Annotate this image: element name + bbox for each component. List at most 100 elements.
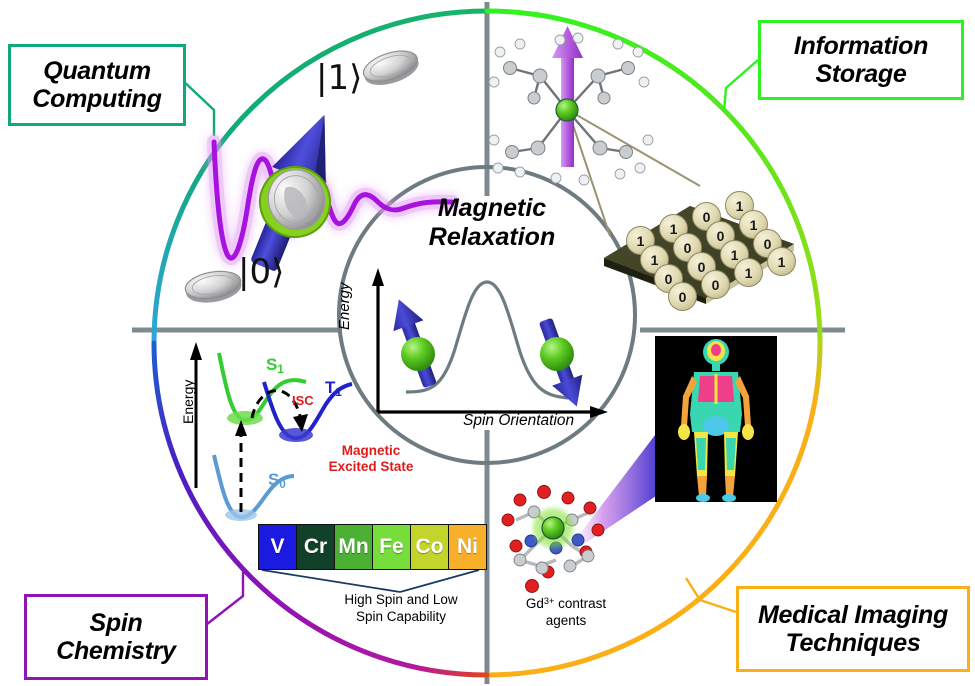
molecule-to-grid-leader — [567, 109, 701, 237]
state-label-t1-sub: 1 — [335, 387, 342, 400]
state-label-s0-sub: 0 — [279, 479, 286, 492]
coin-top — [362, 50, 419, 85]
potential-well-s1 — [217, 352, 307, 423]
element-cell-fe: Fe — [373, 525, 411, 569]
element-cell-ni: Ni — [449, 525, 486, 569]
qubit-state-zero-label: |0⟩ — [238, 252, 285, 292]
callout-spin-chemistry-line2: Chemistry — [56, 637, 176, 665]
gd-symbol: Gd — [525, 596, 544, 611]
gd-contrast-caption: Gd3+ contrast agents — [496, 596, 636, 630]
center-plot-y-axis-label: Energy — [336, 282, 353, 330]
ring-arc-quantum-computing — [151, 8, 490, 346]
callout-spin-chemistry-line1: Spin — [89, 609, 143, 637]
state-label-t1-text: T — [325, 378, 336, 397]
state-label-s0: S0 — [268, 470, 286, 491]
binary-memory-grid: 1 1 0 1 1 0 0 1 0 0 1 0 0 0 1 1 — [598, 186, 798, 311]
callout-medical-imaging-line2: Techniques — [785, 629, 921, 657]
t1-population — [279, 428, 313, 442]
potential-well-t1 — [262, 381, 353, 441]
element-cell-mn: Mn — [335, 525, 373, 569]
qubit-coin — [259, 166, 331, 238]
element-strip-leader — [261, 569, 480, 593]
gd-metal-center — [541, 516, 565, 540]
center-title-line2: Relaxation — [428, 222, 556, 251]
spin-capability-caption-line2: Spin Capability — [355, 608, 447, 624]
spin-capability-caption-line1: High Spin and Low — [344, 592, 458, 607]
molecule-hydrogen-atoms — [488, 32, 654, 186]
callout-leaders — [179, 59, 759, 629]
molecule-metal-center — [555, 98, 579, 122]
callout-information-storage-line1: Information — [793, 32, 929, 60]
transition-metal-strip: V Cr Mn Fe Co Ni — [258, 524, 487, 570]
jablonski-diagram — [190, 342, 480, 593]
isc-label: ISC — [292, 393, 314, 408]
s0-population — [225, 509, 257, 521]
leader-information-storage — [722, 59, 759, 113]
magnetic-excited-state-line1: Magnetic — [341, 443, 401, 458]
gd-contrast-caption-line1: Gd3+ contrast — [496, 596, 636, 613]
potential-well-s0 — [212, 454, 295, 520]
s1-population — [227, 411, 263, 425]
bit-cell: 1 — [767, 247, 796, 276]
ring-arc-spin-chemistry — [151, 340, 490, 678]
gd-contrast-word: contrast — [554, 596, 607, 611]
plot-y-arrowhead — [372, 268, 384, 286]
plot-x-arrowhead — [590, 406, 608, 418]
leader-medical-imaging — [684, 577, 737, 614]
spin-capability-caption: High Spin and Low Spin Capability — [316, 592, 486, 626]
qubit-state-one-label: |1⟩ — [316, 58, 363, 98]
medical-imaging-illustration — [501, 418, 668, 593]
leader-quantum-computing — [179, 77, 216, 136]
contrast-beam — [560, 418, 668, 560]
bit-cell: 1 — [734, 258, 763, 287]
quadrant-dividers — [132, 2, 845, 684]
spin-sphere-right — [540, 337, 574, 371]
gd-charge: 3+ — [543, 596, 555, 607]
gd-contrast-caption-line2: agents — [545, 612, 587, 628]
molecule-carbon-atoms — [503, 61, 635, 159]
element-cell-co: Co — [411, 525, 449, 569]
bit-cell: 1 — [739, 210, 768, 239]
callout-medical-imaging[interactable]: Medical Imaging Techniques — [736, 586, 970, 672]
state-label-s1: S1 — [266, 355, 284, 376]
ring-arc-medical-imaging — [484, 340, 823, 678]
state-label-s1-sub: 1 — [277, 364, 284, 377]
center-title: Magnetic Relaxation — [392, 194, 592, 252]
gd-nitrogen-atoms — [524, 533, 585, 555]
callout-quantum-computing-line2: Computing — [32, 85, 162, 113]
outer-ring — [151, 8, 823, 678]
gd-carbon-atoms — [513, 505, 595, 575]
jablonski-y-arrowhead — [190, 342, 202, 360]
callout-quantum-computing[interactable]: Quantum Computing — [8, 44, 186, 126]
element-cell-v: V — [259, 525, 297, 569]
callout-information-storage-line2: Storage — [815, 60, 907, 88]
center-title-line1: Magnetic — [437, 194, 547, 222]
bit-cell: 0 — [654, 264, 683, 293]
state-label-t1: T1 — [325, 378, 342, 399]
isc-arrow — [250, 389, 302, 419]
callout-medical-imaging-line1: Medical Imaging — [758, 601, 948, 629]
element-cell-cr: Cr — [297, 525, 335, 569]
state-label-s0-text: S — [268, 470, 280, 489]
jablonski-y-axis-label: Energy — [180, 379, 196, 424]
spin-sphere-left — [401, 337, 435, 371]
leader-spin-chemistry — [201, 572, 245, 629]
quantum-computing-illustration — [184, 50, 459, 303]
energy-barrier-curve — [405, 280, 569, 400]
bit-cell: 0 — [668, 282, 697, 311]
center-plot-x-axis-label: Spin Orientation — [463, 412, 575, 429]
magnetic-relaxation-plot — [372, 268, 608, 418]
callout-information-storage[interactable]: Information Storage — [758, 20, 964, 100]
ring-arc-information-storage — [484, 8, 823, 346]
callout-spin-chemistry[interactable]: Spin Chemistry — [24, 594, 208, 680]
state-label-s1-text: S — [266, 355, 278, 374]
magnetic-excited-state-line2: Excited State — [328, 459, 414, 475]
magnetic-excited-state-label: Magnetic Excited State — [319, 443, 423, 476]
isc-arrowhead — [293, 414, 308, 432]
mri-body-graphic — [678, 339, 754, 502]
callout-quantum-computing-line1: Quantum — [43, 57, 151, 85]
mri-scan-image — [655, 336, 777, 502]
excitation-arrowhead — [235, 420, 247, 436]
